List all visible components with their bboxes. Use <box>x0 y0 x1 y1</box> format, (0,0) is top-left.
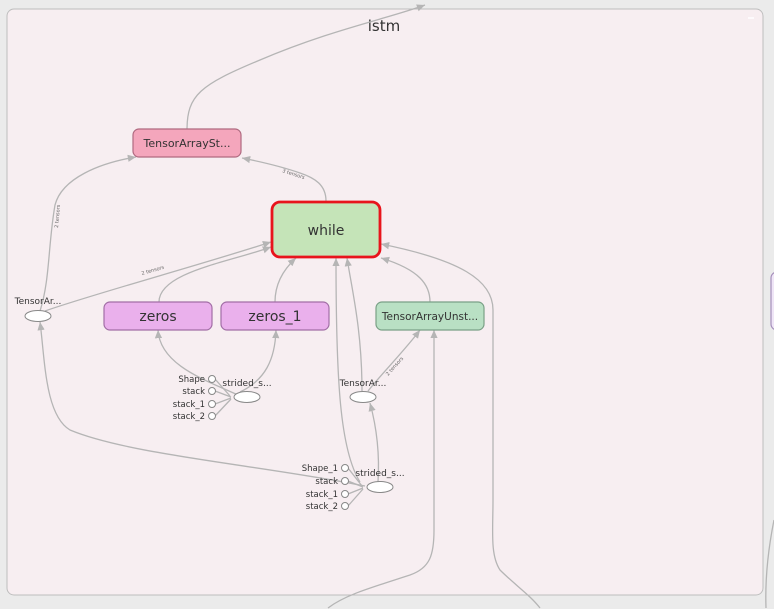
edge-zeros1-while <box>274 257 297 303</box>
node-while[interactable]: while <box>270 200 382 259</box>
const-input[interactable]: stack_2 <box>173 412 216 422</box>
node-tensor-array-unstack-label: TensorArrayUnst... <box>381 311 478 323</box>
node-strided-slice-bottom-label: strided_s... <box>355 469 404 479</box>
const-label: stack_2 <box>306 502 338 512</box>
node-tensor-array-stack-label: TensorArraySt... <box>143 137 231 150</box>
const-label: stack_1 <box>173 400 205 410</box>
node-tensor-array-left[interactable]: TensorAr... <box>14 297 62 322</box>
node-strided-slice-top-label: strided_s... <box>222 379 271 389</box>
node-tensor-array-mid[interactable]: TensorAr... <box>339 379 387 403</box>
const-input[interactable]: Shape <box>178 375 216 385</box>
const-input[interactable]: stack <box>315 477 349 487</box>
edge-left-stack <box>39 154 137 312</box>
const-label: stack <box>315 477 338 487</box>
const-label: stack_1 <box>306 490 338 500</box>
node-strided-slice-bottom[interactable]: strided_s... <box>355 469 405 493</box>
node-while-label: while <box>308 223 345 239</box>
node-strided-slice-top[interactable]: strided_s... <box>222 379 272 403</box>
node-tensor-array-unstack[interactable]: TensorArrayUnst... <box>375 301 485 331</box>
edge-strided-bottom-left <box>37 321 366 487</box>
const-input[interactable]: stack_1 <box>306 490 349 500</box>
edge-outside-right <box>765 519 774 609</box>
edge-left-while <box>44 241 272 312</box>
edge-strided-top-zeros <box>154 329 239 396</box>
edge-while-stack <box>241 156 327 202</box>
adjacent-node[interactable] <box>770 272 774 330</box>
node-zeros-1-label: zeros_1 <box>248 309 301 325</box>
const-input[interactable]: Shape_1 <box>302 464 349 474</box>
const-input[interactable]: stack <box>182 387 216 397</box>
const-label: Shape_1 <box>302 464 338 474</box>
edge-stack-out <box>186 4 426 131</box>
node-zeros-1[interactable]: zeros_1 <box>220 301 330 331</box>
const-label: stack <box>182 387 205 397</box>
node-zeros[interactable]: zeros <box>103 301 213 331</box>
collapse-icon[interactable] <box>746 13 756 23</box>
edge-label-left-stack: 2 tensors <box>54 204 62 228</box>
edge-unstack-while <box>380 256 431 303</box>
edge-mid-unstack <box>367 329 421 392</box>
const-label: Shape <box>178 375 205 385</box>
edge-outside-unstack <box>327 330 438 609</box>
const-inputs-top: Shape stack stack_1 stack_2 <box>173 375 216 422</box>
edge-zeros-while <box>158 246 272 303</box>
const-input[interactable]: stack_2 <box>306 502 349 512</box>
node-tensor-array-left-label: TensorAr... <box>14 297 62 307</box>
const-label: stack_2 <box>173 412 205 422</box>
group-title: lstm <box>368 17 400 35</box>
edge-outside-while <box>380 242 541 609</box>
const-inputs-bottom: Shape_1 stack stack_1 stack_2 <box>302 464 349 512</box>
node-tensor-array-mid-label: TensorAr... <box>339 379 387 389</box>
edge-mid-while <box>344 257 363 392</box>
node-tensor-array-stack[interactable]: TensorArraySt... <box>132 128 242 158</box>
const-input[interactable]: stack_1 <box>173 400 216 410</box>
edges <box>37 4 774 609</box>
node-zeros-label: zeros <box>139 309 176 325</box>
edge-strided-top-zeros1 <box>239 329 280 393</box>
edge-strided-bottom-while <box>332 257 361 483</box>
edge-strided-bottom-mid <box>368 402 380 483</box>
